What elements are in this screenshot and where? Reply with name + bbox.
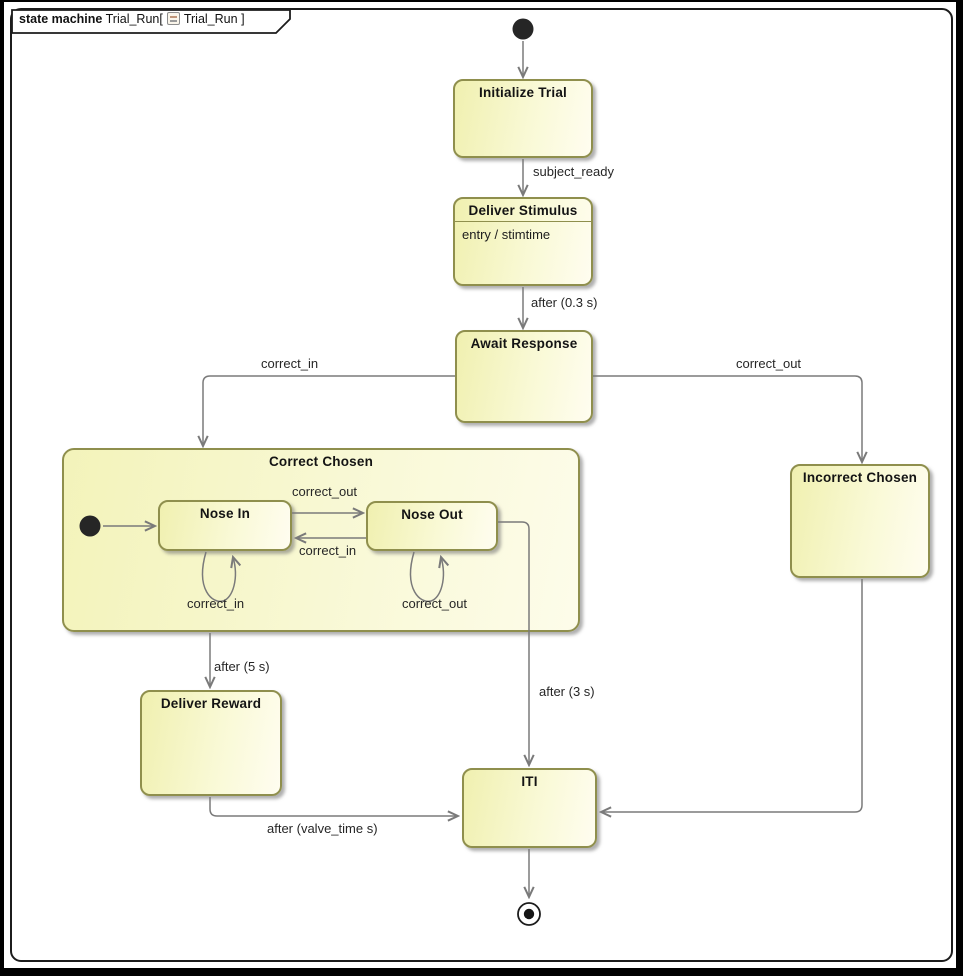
state-name-iti: ITI (521, 774, 538, 789)
frame-kind-label: state machine (19, 12, 103, 26)
transition-label-correct-out-self: correct_out (402, 596, 468, 611)
transition-label-correct-in-await: correct_in (261, 356, 319, 371)
state-deliver-stimulus: Deliver Stimulus entry / stimtime (453, 197, 593, 286)
state-name-deliver-reward: Deliver Reward (160, 696, 262, 711)
state-machine-diagram-icon (166, 12, 180, 25)
state-deliver-reward: Deliver Reward (140, 690, 282, 796)
state-initialize-trial: Initialize Trial (453, 79, 593, 158)
state-nose-in: Nose In (158, 500, 292, 551)
frame-bracket-close: ] (241, 12, 245, 26)
transition-label-correct-out-await: correct_out (736, 356, 802, 371)
transition-label-subject-ready: subject_ready (533, 164, 614, 179)
state-name-nose-in: Nose In (199, 506, 251, 521)
transition-label-correct-in-self: correct_in (187, 596, 245, 611)
state-iti: ITI (462, 768, 597, 848)
state-nose-out: Nose Out (366, 501, 498, 551)
transition-label-correct-out-nose: correct_out (292, 484, 358, 499)
frame-diagram-name: Trial_Run (183, 12, 238, 26)
transition-label-after-3-s: after (3 s) (539, 684, 595, 699)
state-name-nose-out: Nose Out (401, 507, 463, 522)
frame-bracket-open: [ (159, 12, 163, 26)
state-name-initialize-trial: Initialize Trial (479, 85, 567, 100)
state-correct-chosen: Correct Chosen (62, 448, 580, 632)
frame-tab: state machine Trial_Run[Trial_Run ] (19, 12, 245, 26)
transition-label-after-5-s: after (5 s) (214, 659, 270, 674)
frame-name: Trial_Run (105, 12, 160, 26)
state-name-deliver-stimulus: Deliver Stimulus (455, 199, 591, 222)
state-name-incorrect-chosen: Incorrect Chosen (802, 470, 918, 485)
state-incorrect-chosen: Incorrect Chosen (790, 464, 930, 578)
state-name-correct-chosen: Correct Chosen (268, 454, 374, 469)
state-entry-action: entry / stimtime (462, 227, 551, 242)
state-name-await-response: Await Response (470, 336, 578, 351)
transition-label-after-0-3-s: after (0.3 s) (531, 295, 598, 310)
transition-label-correct-in-nose: correct_in (299, 543, 357, 558)
transition-label-after-valve-time: after (valve_time s) (267, 821, 378, 836)
state-await-response: Await Response (455, 330, 593, 423)
